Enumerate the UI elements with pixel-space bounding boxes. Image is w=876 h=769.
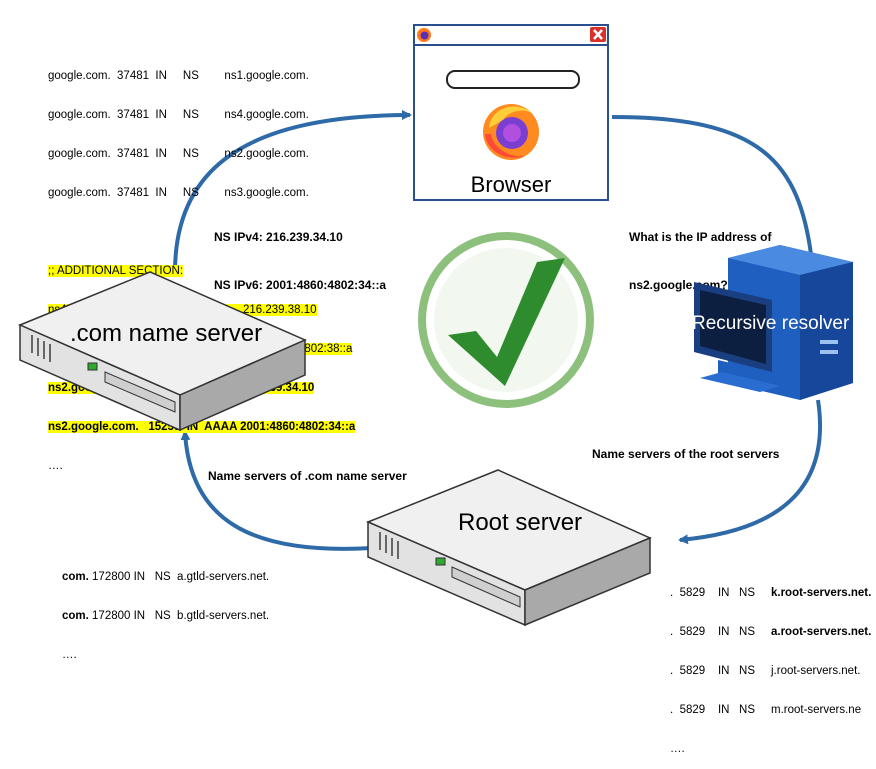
ns-ipv6: NS IPv6: 2001:4860:4802:34::a: [214, 278, 387, 292]
browser-titlebar: [415, 26, 607, 46]
browser-window: Browser: [413, 24, 609, 201]
close-icon[interactable]: [590, 27, 606, 42]
checkmark-icon: [418, 232, 594, 408]
record-line: . 5829 IN NS j.root-servers.net.: [670, 665, 861, 677]
arrow-browser-to-resolver: [611, 115, 817, 264]
record-line: com. 172800 IN NS a.gtld-servers.net.: [62, 571, 270, 583]
record-line: . 5829 IN NS k.root-servers.net.: [670, 587, 872, 599]
arrow-resolver-to-root: [678, 399, 823, 545]
firefox-icon: [483, 104, 539, 160]
root-server-label: Root server: [458, 509, 583, 536]
com-ns-label: Name servers of .com name server: [208, 469, 407, 483]
record-line: google.com. 37481 IN NS ns2.google.com.: [48, 148, 309, 160]
browser-label: Browser: [470, 172, 552, 197]
firefox-icon: [417, 28, 431, 42]
record-line: . 5829 IN NS m.root-servers.ne: [670, 704, 862, 716]
resolver-label: Recursive resolver: [692, 313, 850, 334]
record-line: google.com. 37481 IN NS ns1.google.com.: [48, 70, 309, 82]
ellipsis: ….: [48, 460, 63, 472]
com-server-label: .com name server: [70, 320, 263, 347]
gtld-records: com. 172800 IN NS a.gtld-servers.net. co…: [62, 545, 269, 675]
ns-ipv4: NS IPv4: 216.239.34.10: [214, 230, 343, 244]
address-bar[interactable]: [446, 70, 580, 89]
ellipsis: ….: [670, 743, 685, 755]
question-label: What is the IP address of ns2.google.com…: [629, 230, 772, 292]
arrow-root-to-com: [180, 430, 373, 551]
server-icon: [18, 271, 307, 432]
record-line: com. 172800 IN NS b.gtld-servers.net.: [62, 610, 270, 622]
arrow-com-to-browser: [173, 110, 412, 273]
flow-arrows: [173, 110, 823, 551]
root-records: . 5829 IN NS k.root-servers.net. . 5829 …: [670, 561, 871, 769]
ellipsis: ….: [62, 649, 77, 661]
desktop-computer-icon: [694, 245, 853, 400]
server-icon: [366, 469, 652, 627]
record-line: google.com. 37481 IN NS ns3.google.com.: [48, 187, 309, 199]
ns-answer: NS IPv4: 216.239.34.10 NS IPv6: 2001:486…: [214, 197, 386, 309]
root-ns-label: Name servers of the root servers: [592, 447, 780, 461]
record-line: google.com. 37481 IN NS ns4.google.com.: [48, 109, 309, 121]
